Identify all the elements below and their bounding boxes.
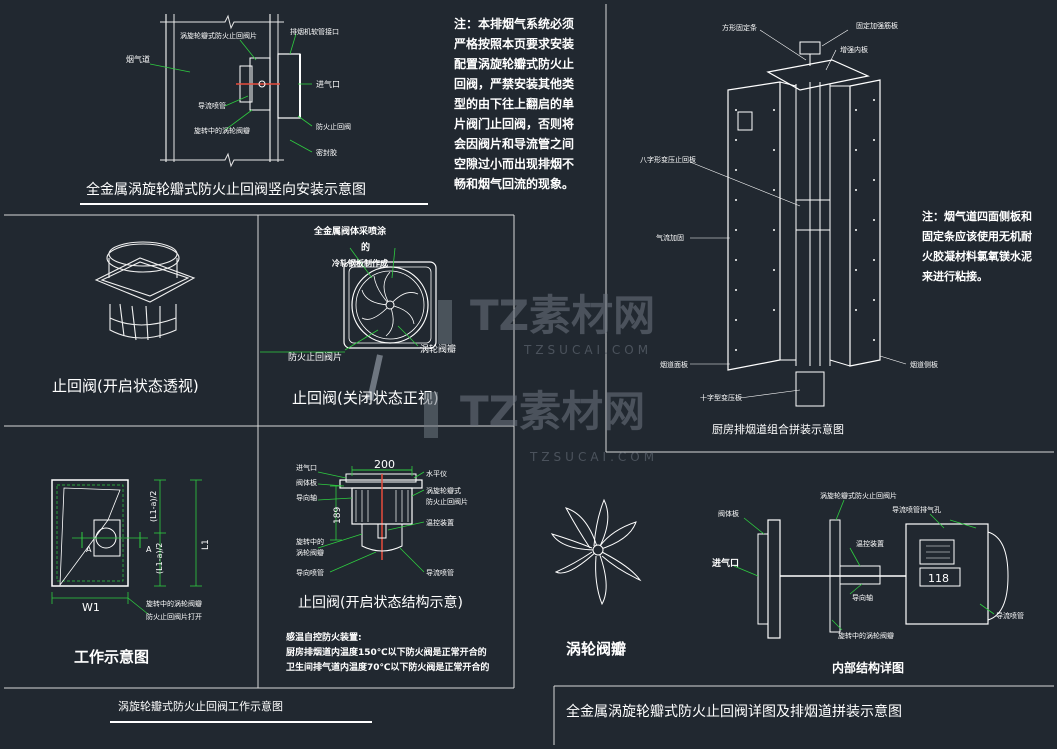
struct-left-1: 阀体板 <box>296 478 317 487</box>
kitchen-label-2: 增强内板 <box>840 45 868 54</box>
label-vortex-damper: 涡旋轮瓣式防火止回阀片 <box>180 31 257 40</box>
closed-state-front: 全金属阀体采喷涂 的 冷轧钢板制作成 防火止回阀片 涡轮阀瓣 止回阀(关闭状态正… <box>260 225 456 407</box>
watermark: TZ素材网 TZSUCAI.COM TZ素材网 TZSUCAI.COM <box>424 291 658 464</box>
work-title: 工作示意图 <box>74 648 149 666</box>
turbine-title: 涡轮阀瓣 <box>566 640 626 658</box>
work-diagram: W1 L1 A A (L1-a)/2 (L1-a)/2 旋转中的涡轮阀瓣 防火止… <box>51 479 211 666</box>
kitchen-flue-assembly <box>689 29 907 407</box>
closed-label-4: 涡轮阀瓣 <box>420 343 456 355</box>
dim-l1: L1 <box>201 539 211 550</box>
internal-label-3: 进气口 <box>712 557 739 569</box>
struct-left-3: 旋转中的 <box>296 537 324 546</box>
struct-right-3: 温控装置 <box>426 518 454 527</box>
kitchen-label-5: 烟道面板 <box>660 360 688 369</box>
kitchen-label-4: 气流加固 <box>656 233 684 242</box>
turbine-impeller <box>550 498 642 606</box>
watermark-logo-upper <box>438 300 452 344</box>
dim-lower: (L1-a)/2 <box>155 543 164 574</box>
rivet-rows <box>735 99 875 351</box>
struct-right-1: 涡旋轮瓣式 <box>426 486 461 495</box>
note-line-1: 严格按照本页要求安装 <box>453 36 574 51</box>
kitchen-title: 厨房排烟道组合拼装示意图 <box>712 422 844 436</box>
watermark-brand-upper: TZ素材网 <box>470 291 655 340</box>
watermark-url-lower: TZSUCAI.COM <box>529 450 658 464</box>
work-note-1: 防火止回阀片打开 <box>146 612 202 621</box>
label-outlet: 排烟机软管接口 <box>290 27 339 36</box>
note-line-5: 片阀门止回阀，否则将 <box>454 116 574 131</box>
kitchen-label-6: 十字型变压板 <box>700 393 742 402</box>
label-seal: 密封胶 <box>316 148 337 157</box>
closed-label-1: 的 <box>361 241 370 253</box>
label-fire-valve: 防火止回阀 <box>316 122 351 131</box>
work-note-0: 旋转中的涡轮阀瓣 <box>146 599 202 608</box>
internal-structure: 涡旋轮瓣式防火止回阀片 导流喷管排气孔 阀体板 进气口 温控装置 导向轴 旋转中… <box>712 491 1024 675</box>
open-state-perspective <box>94 241 196 341</box>
kitchen-note-2: 火胶凝材料氯氧镁水泥 <box>922 249 1032 263</box>
struct-left-4: 涡轮阀瓣 <box>296 548 324 557</box>
struct-right-4: 导流喷管 <box>426 568 454 577</box>
temp-note-head: 感温自控防火装置: <box>286 631 362 643</box>
internal-label-4: 温控装置 <box>856 539 884 548</box>
temp-note-0: 厨房排烟道内温度150℃以下防火阀是正常开合的 <box>286 646 487 658</box>
watermark-logo-lower <box>424 392 438 438</box>
internal-title: 内部结构详图 <box>832 660 904 675</box>
watermark-url-upper: TZSUCAI.COM <box>523 343 652 357</box>
internal-label-7: 导流喷管 <box>996 611 1024 620</box>
label-rotating-blade: 旋转中的涡轮阀瓣 <box>194 126 250 135</box>
kitchen-label-0: 方形固定条 <box>722 23 757 32</box>
kitchen-label-3: 八字形变压止回板 <box>640 155 696 164</box>
kitchen-label-1: 固定加强筋板 <box>856 21 898 30</box>
internal-label-6: 旋转中的涡轮阀瓣 <box>838 631 894 640</box>
open-state-title: 止回阀(开启状态透视) <box>52 377 199 395</box>
temp-note-1: 卫生间排气道内温度70℃以下防火阀是正常开合的 <box>286 661 489 673</box>
note-line-8: 畅和烟气回流的现象。 <box>454 176 574 191</box>
internal-label-1: 导流喷管排气孔 <box>892 505 941 514</box>
section-a-right: A <box>146 545 152 554</box>
panel-frames <box>4 4 1054 745</box>
kitchen-label-7: 烟道侧板 <box>910 360 938 369</box>
kitchen-note-1: 固定条应该使用无机耐 <box>922 229 1032 243</box>
struct-right-0: 水平仪 <box>426 469 447 478</box>
closed-label-3: 防火止回阀片 <box>288 351 342 363</box>
label-inlet: 进气口 <box>316 79 340 89</box>
label-flue: 烟气道 <box>126 54 150 64</box>
open-state-structure: 200 189 进气口 阀体板 导向轴 旋转中的 涡轮阀瓣 导向喷管 水平仪 涡… <box>286 458 489 673</box>
closed-label-2: 冷轧钢板制作成 <box>332 258 388 268</box>
struct-right-2: 防火止回阀片 <box>426 497 468 506</box>
internal-label-0: 涡旋轮瓣式防火止回阀片 <box>820 491 897 500</box>
install-note: 注：本排烟气系统必须 严格按照本页要求安装 配置涡旋轮瓣式防火止 回阀，严禁安装… <box>453 16 575 191</box>
closed-label-0: 全金属阀体采喷涂 <box>313 225 387 237</box>
note-line-0: 注：本排烟气系统必须 <box>454 16 574 31</box>
struct-left-5: 导向喷管 <box>296 568 324 577</box>
note-line-7: 空隙过小而出现排烟不 <box>454 156 574 171</box>
kitchen-note-0: 注：烟气道四面侧板和 <box>922 209 1032 223</box>
bottom-right-title: 全金属涡旋轮瓣式防火止回阀详图及排烟道拼装示意图 <box>566 703 902 720</box>
dim-189: 189 <box>333 507 343 524</box>
internal-label-2: 阀体板 <box>718 509 739 518</box>
note-line-4: 型的由下往上翻启的单 <box>454 96 574 111</box>
note-line-3: 回阀，严禁安装其他类 <box>454 76 575 91</box>
note-line-2: 配置涡旋轮瓣式防火止 <box>454 56 574 71</box>
section-a-left: A <box>86 545 92 554</box>
note-line-6: 会因阀片和导流管之间 <box>454 136 574 151</box>
bottom-left-title: 涡旋轮瓣式防火止回阀工作示意图 <box>118 699 283 713</box>
open-structure-title: 止回阀(开启状态结构示意) <box>298 594 463 611</box>
label-guide-pipe: 导流喷管 <box>198 101 226 110</box>
internal-digits: 118 <box>928 572 949 585</box>
vertical-install-title: 全金属涡旋轮瓣式防火止回阀竖向安装示意图 <box>86 181 366 198</box>
dim-upper: (L1-a)/2 <box>149 491 158 522</box>
closed-state-title: 止回阀(关闭状态正视) <box>292 389 439 407</box>
watermark-brand-lower: TZ素材网 <box>460 387 645 436</box>
dim-w1: W1 <box>82 601 100 614</box>
internal-label-5: 导向轴 <box>852 593 873 602</box>
vertical-install-diagram: 烟气道 涡旋轮瓣式防火止回阀片 排烟机软管接口 进气口 导流喷管 防火止回阀 旋… <box>80 14 428 205</box>
kitchen-note-3: 来进行粘接。 <box>921 269 988 283</box>
struct-left-0: 进气口 <box>296 463 317 472</box>
dim-200: 200 <box>374 458 395 471</box>
struct-left-2: 导向轴 <box>296 493 317 502</box>
